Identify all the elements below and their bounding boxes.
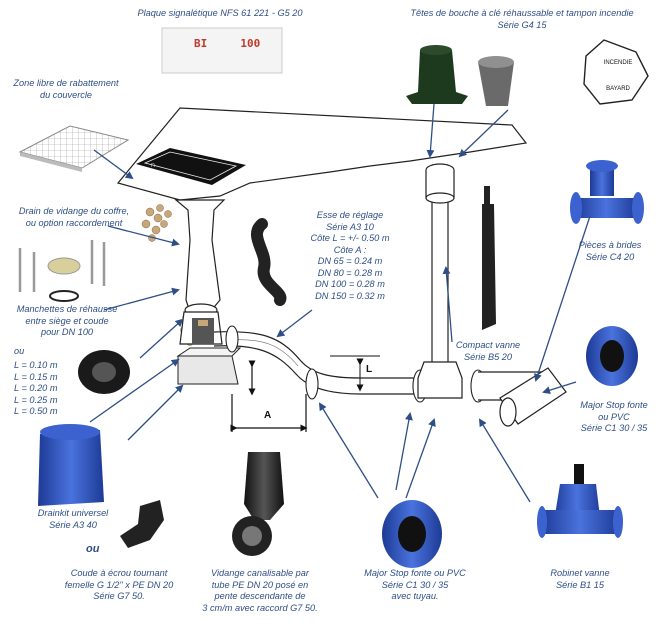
drain-body	[232, 452, 284, 556]
ou2-label: ou	[86, 543, 100, 555]
nameplate	[161, 27, 283, 74]
manchettes-line-2: entre siège et coude	[25, 315, 109, 326]
manchettes-line-3: pour DN 100	[40, 327, 94, 337]
major-right-line-1: Major Stop fonte	[580, 400, 648, 410]
esse-line-4: Côte A :	[333, 244, 367, 255]
esse-label: Esse de réglage Série A3 10 Côte L = +/-…	[290, 210, 410, 302]
incendie-emblem	[583, 39, 649, 105]
svg-text:∩: ∩	[150, 160, 156, 169]
s-bend	[251, 218, 287, 306]
vidange-label: Vidange canalisable par tube PE DN 20 po…	[186, 568, 334, 614]
zone-label: Zone libre de rabattement du couvercle	[6, 78, 126, 101]
drain-line-2: ou option raccordement	[25, 217, 123, 228]
drain-line-1: Drain de vidange du coffre,	[18, 206, 130, 216]
emblem-bottom-text: BAYARD	[606, 86, 630, 92]
robinet-label: Robinet vanne Série B1 15	[530, 568, 630, 591]
compact-label: Compact vanne Série B5 20	[438, 340, 538, 363]
key-box-head	[406, 45, 468, 104]
major-right-line-3: Série C1 30 / 35	[580, 423, 648, 433]
zone-line-1: Zone libre de rabattement	[13, 78, 119, 88]
length-2: L = 0.15 m	[14, 371, 58, 382]
vidange-line-3: pente descendante de	[214, 591, 306, 601]
drainkit-line-1: Drainkit universel	[37, 508, 109, 518]
lid-grid	[18, 125, 130, 172]
tetes-line-1: Têtes de bouche à clé réhaussable et tam…	[410, 8, 634, 18]
major-bottom-label: Major Stop fonte ou PVC Série C1 30 / 35…	[350, 568, 480, 603]
compact-valve-body	[417, 361, 463, 399]
dimension-A	[230, 360, 308, 432]
black-elbow	[120, 500, 164, 548]
major-right-label: Major Stop fonte ou PVC Série C1 30 / 35	[566, 400, 662, 435]
pieces-line-2: Série C4 20	[585, 251, 635, 262]
base-valve	[192, 318, 214, 344]
esse-line-1: Esse de réglage	[316, 210, 384, 220]
manchettes-line-1: Manchettes de réhausse	[16, 304, 118, 314]
dimension-L-label: L	[366, 364, 373, 375]
ou-label: ou	[14, 346, 25, 356]
outlet-pipe	[478, 367, 567, 427]
compact-line-1: Compact vanne	[455, 340, 521, 350]
drain-label: Drain de vidange du coffre, ou option ra…	[4, 206, 144, 229]
tetes-line-2: Série G4 15	[497, 19, 547, 30]
vidange-line-2: tube PE DN 20 posé en	[211, 579, 309, 590]
drain-pipes	[18, 240, 106, 292]
coude-label: Coude à écrou tournant femelle G 1/2" x …	[44, 568, 194, 603]
dimension-A-label: A	[264, 410, 272, 421]
tetes-label: Têtes de bouche à clé réhaussable et tam…	[392, 8, 652, 31]
esse-line-6: DN 80 = 0.28 m	[317, 267, 383, 278]
pieces-line-1: Pièces à brides	[578, 240, 642, 250]
length-3: L = 0.20 m	[14, 383, 58, 393]
robinet-line-2: Série B1 15	[555, 579, 604, 590]
drainkit-line-2: Série A3 40	[49, 519, 97, 530]
flanged-tee	[570, 160, 644, 224]
drainkit	[38, 424, 104, 506]
manchettes-label: Manchettes de réhausse entre siège et co…	[2, 304, 132, 339]
length-4: L = 0.25 m	[14, 394, 58, 405]
plaque-label: Plaque signalétique NFS 61 221 - G5 20	[137, 8, 303, 18]
leader-arrows	[89, 103, 591, 503]
esse-line-2: Série A3 10	[326, 221, 374, 232]
major-stop-bottom	[382, 500, 442, 568]
concrete-block	[176, 347, 242, 385]
vidange-line-1: Vidange canalisable par	[211, 568, 309, 578]
box-frame: ∩	[136, 148, 246, 185]
vidange-line-4: 3 cm/m avec raccord G7 50.	[202, 602, 318, 613]
drain-parts	[47, 257, 81, 302]
esse-line-8: DN 150 = 0.32 m	[315, 290, 385, 301]
major-right-line-2: ou PVC	[598, 411, 630, 422]
zone-line-2: du couvercle	[39, 89, 93, 100]
major-bottom-line-1: Major Stop fonte ou PVC	[364, 568, 466, 578]
riser-pipe	[425, 163, 455, 362]
major-bottom-line-2: Série C1 30 / 35	[381, 579, 449, 590]
pieces-label: Pièces à brides Série C4 20	[560, 240, 660, 263]
length-5: L = 0.50 m	[14, 406, 58, 416]
esse-line-5: DN 65 = 0.24 m	[317, 256, 383, 266]
coude-line-1: Coude à écrou tournant	[70, 568, 168, 578]
emblem-top-text: INCENDIE	[603, 60, 633, 66]
valve-key-rod	[482, 186, 496, 330]
major-stop-right	[586, 326, 638, 386]
esse-line-7: DN 100 = 0.28 m	[315, 279, 385, 289]
coude-line-3: Série G7 50.	[93, 591, 145, 601]
robinet-line-1: Robinet vanne	[550, 568, 610, 578]
major-bottom-line-3: avec tuyau.	[391, 591, 439, 601]
drainkit-label: Drainkit universel Série A3 40	[18, 508, 128, 531]
gate-valve	[537, 464, 623, 538]
nameplate-text: BI 100	[194, 37, 261, 50]
compact-line-2: Série B5 20	[463, 351, 512, 362]
dimension-L	[330, 355, 380, 392]
lengths-list: L = 0.10 m L = 0.15 m L = 0.20 m L = 0.2…	[14, 360, 58, 418]
esse-line-3: Côte L = +/- 0.50 m	[310, 233, 390, 243]
length-1: L = 0.10 m	[14, 360, 58, 370]
rubber-sleeve	[78, 350, 130, 394]
grey-key-head	[478, 56, 514, 106]
coude-line-2: femelle G 1/2" x PE DN 20	[64, 579, 174, 590]
